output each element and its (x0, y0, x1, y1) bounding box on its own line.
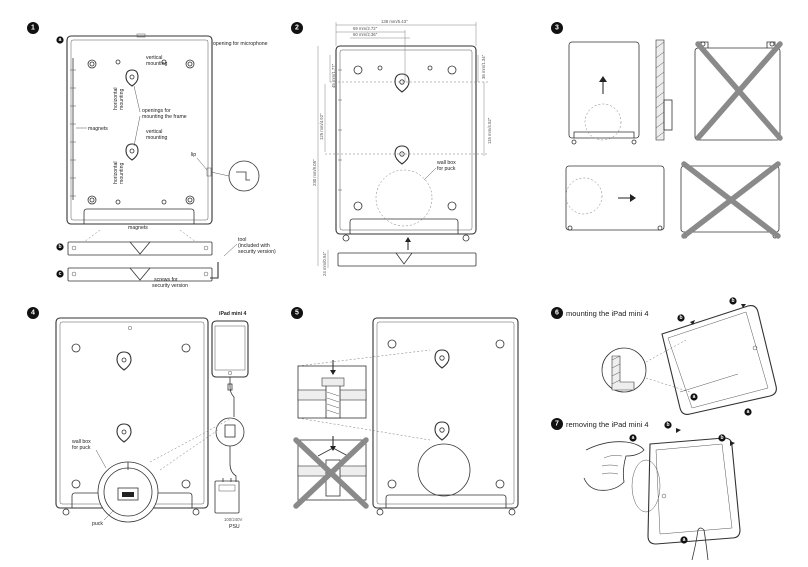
svg-text:a: a (693, 394, 696, 400)
step-badge-7: 7 (551, 418, 563, 430)
svg-text:b: b (679, 315, 682, 321)
svg-text:a: a (747, 409, 750, 415)
label-vertical-mounting-b1: vertical (146, 129, 162, 135)
label-horizontal-mounting-2: mounting (119, 89, 125, 110)
label-magnets-side: magnets (88, 126, 108, 132)
label-tool-note-1: (included with (238, 243, 270, 249)
dim-height-115: 115 mm/4.52" (487, 117, 492, 144)
svg-text:b: b (720, 435, 723, 441)
label-wall-box-1: wall box (437, 160, 456, 166)
label-screws-1: screws for (154, 277, 178, 283)
panel-7-removing: a b b a (583, 421, 741, 561)
label-tool-note-2: security version) (238, 249, 276, 255)
svg-text:a: a (632, 435, 635, 441)
label-lip: lip (191, 152, 196, 158)
label-vertical-mounting-2: mounting (146, 61, 167, 67)
dim-width-total: 138 mm/5.43" (381, 19, 408, 24)
dim-height-230: 230 mm/9.05" (312, 159, 317, 186)
svg-text:3: 3 (555, 25, 559, 32)
svg-text:c: c (59, 271, 62, 277)
panel-1-frame-overview: a (56, 33, 276, 289)
step-badge-5: 5 (291, 307, 303, 319)
dim-width-69: 69 mm/2.72" (353, 26, 378, 31)
dim-height-125: 125 mm/4.92" (319, 113, 324, 140)
step-badge-1: 1 (27, 22, 39, 34)
panel-3-orientation (565, 39, 783, 239)
panel-4-power: wall box for puck puck iPad mini 4 100/2… (55, 311, 249, 530)
label-wall-box-p4-2: for puck (72, 445, 91, 451)
dim-height-24: 24 mm/0.94" (322, 251, 327, 276)
panel-2-dimensions: 138 mm/5.43" 69 mm/2.72" 60 mm/2.36" 45 … (312, 19, 492, 276)
step-badge-6: 6 (551, 307, 563, 319)
dim-width-60: 60 mm/2.36" (353, 32, 378, 37)
label-magnets-bottom: magnets (128, 225, 148, 231)
step-badge-4: 4 (27, 307, 39, 319)
label-wall-box-p4-1: wall box (72, 439, 91, 445)
label-opening-microphone: opening for microphone (213, 41, 268, 47)
svg-text:b: b (731, 298, 734, 304)
svg-text:b: b (666, 422, 669, 428)
svg-text:a: a (59, 37, 62, 43)
step7-title: removing the iPad mini 4 (566, 420, 649, 429)
label-screws-2: security version (152, 283, 188, 289)
dim-height-36: 36 mm/1.34" (481, 54, 486, 79)
step-badge-3: 3 (551, 22, 563, 34)
svg-text:1: 1 (31, 25, 35, 32)
svg-text:6: 6 (555, 310, 559, 317)
label-horizontal-mounting-b2: mounting (119, 163, 125, 184)
label-vertical-mounting-b2: mounting (146, 135, 167, 141)
label-wall-box-2: for puck (437, 166, 456, 172)
label-horizontal-mounting-b1: horizontal (113, 162, 119, 185)
svg-text:5: 5 (295, 310, 299, 317)
label-vertical-mounting-1: vertical (146, 55, 162, 61)
dim-height-45: 45 mm/1.77" (331, 63, 336, 88)
panel-5-screw-mounting (293, 317, 519, 516)
svg-text:7: 7 (555, 421, 559, 428)
label-ipad-mini: iPad mini 4 (219, 311, 247, 317)
label-tool: tool (238, 237, 246, 243)
label-horizontal-mounting-1: horizontal (113, 88, 119, 111)
label-psu-voltage: 100/240V (224, 517, 243, 522)
label-openings-1: openings for (142, 108, 171, 114)
step6-title: mounting the iPad mini 4 (566, 309, 649, 318)
label-puck: puck (92, 521, 103, 527)
svg-text:a: a (683, 537, 686, 543)
panel-6-mounting: b b a a (601, 297, 777, 416)
label-psu: PSU (229, 524, 240, 530)
svg-text:b: b (58, 244, 61, 250)
label-openings-2: mounting the frame (142, 114, 187, 120)
step-badge-2: 2 (291, 22, 303, 34)
svg-text:2: 2 (295, 25, 299, 32)
svg-text:4: 4 (31, 310, 35, 317)
